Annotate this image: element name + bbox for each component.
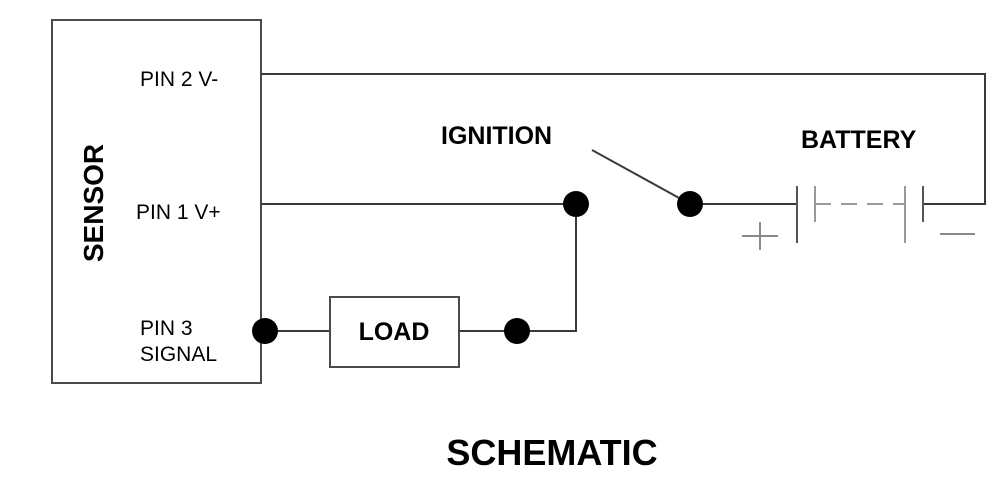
- load-label: LOAD: [359, 318, 430, 346]
- ignition-output-node: [677, 191, 703, 217]
- ignition-label: IGNITION: [441, 122, 552, 150]
- battery-positive-sign: +: [742, 222, 778, 250]
- load-return-wire: [459, 204, 577, 332]
- pin2-wire: [261, 73, 986, 205]
- pin1-label: PIN 1 V+: [136, 201, 221, 224]
- schematic-caption: SCHEMATIC: [446, 432, 657, 473]
- ignition-switch-lever: [591, 149, 691, 205]
- load-box: [329, 296, 460, 368]
- pin3-label: PIN 3: [140, 317, 193, 340]
- sensor-box: [51, 19, 262, 384]
- load-output-node: [504, 318, 530, 344]
- sensor-label: SENSOR: [78, 144, 109, 262]
- battery-negative-sign: −: [940, 233, 975, 235]
- battery-symbol: [796, 186, 924, 243]
- pin2-label: PIN 2 V-: [140, 68, 218, 91]
- pin3-signal-label: SIGNAL: [140, 343, 217, 366]
- pin3-junction-node: [252, 318, 278, 344]
- battery-label: BATTERY: [801, 126, 917, 154]
- ignition-input-node: [563, 191, 589, 217]
